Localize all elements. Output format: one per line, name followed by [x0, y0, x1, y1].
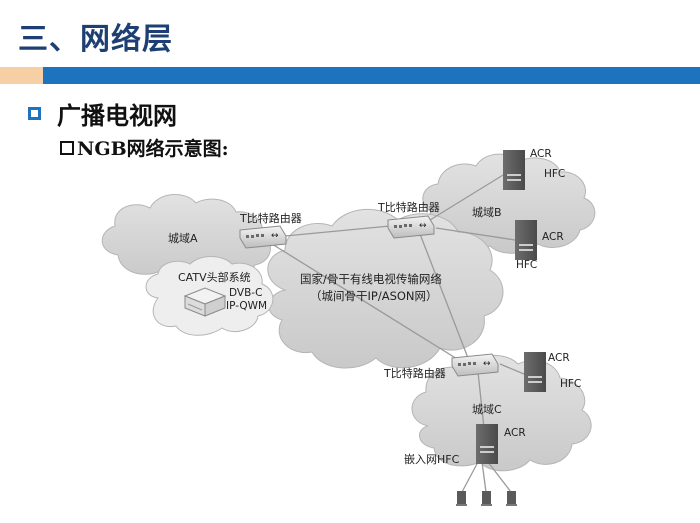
- title-bar-accent-left: [0, 67, 43, 84]
- router-icon: ↔: [387, 215, 435, 239]
- label-router-b: T比特路由器: [377, 200, 440, 214]
- terminal-icon: [456, 491, 467, 506]
- link-b-c: [419, 233, 469, 359]
- label-router-a: T比特路由器: [239, 211, 302, 225]
- label-server-b1-hfc: HFC: [544, 168, 565, 180]
- label-embedded-hfc: 嵌入网HFC: [404, 453, 460, 466]
- link-c-acr1: [499, 363, 525, 375]
- subheading: NGB网络示意图:: [60, 134, 229, 161]
- section-label: 广播电视网: [57, 101, 177, 130]
- server-icon: [503, 150, 525, 190]
- cloud-city-c: [411, 354, 592, 472]
- server-icon: [515, 220, 537, 260]
- label-server-c1-acr: ACR: [548, 352, 570, 364]
- square-bullet-icon: [28, 106, 41, 120]
- label-headend-dvbc: DVB-C: [229, 287, 262, 299]
- server-icon: [524, 352, 546, 392]
- svg-text:↔: ↔: [419, 221, 427, 231]
- label-backbone-line2: （城间骨干IP/ASON网）: [310, 289, 438, 303]
- title-bar-accent-right: [43, 67, 700, 84]
- subheading-label: NGB网络示意图:: [77, 138, 229, 160]
- terminal-icon: [481, 491, 492, 506]
- svg-text:↔: ↔: [483, 359, 491, 369]
- server-icon: [476, 424, 498, 464]
- slide-title: 三、网络层: [18, 22, 173, 57]
- label-server-c2-acr: ACR: [504, 427, 526, 439]
- router-icon: ↔: [451, 353, 499, 377]
- router-icon: ↔: [239, 225, 287, 249]
- terminal-icon: [506, 491, 517, 506]
- label-router-c: T比特路由器: [383, 366, 446, 380]
- label-city-a: 城域A: [168, 232, 198, 245]
- link-embedded-2: [481, 461, 487, 493]
- link-embedded-3: [487, 461, 512, 493]
- link-a-b: [284, 225, 391, 237]
- link-a-c: [271, 243, 463, 363]
- label-server-b2-hfc: HFC: [516, 259, 537, 271]
- label-server-c1-hfc: HFC: [560, 378, 581, 390]
- title-area: 三、网络层: [0, 0, 700, 90]
- network-links: [271, 171, 525, 493]
- link-b-acr2: [435, 227, 516, 241]
- label-server-b2-acr: ACR: [542, 231, 564, 243]
- headend-device-icon: [183, 287, 227, 317]
- label-headend-ipqwm: IP-QWM: [226, 300, 267, 312]
- label-catv: CATV头部系统: [178, 270, 251, 284]
- link-b-acr1: [429, 171, 509, 221]
- cloud-backbone: [267, 208, 504, 369]
- label-city-c: 城域C: [472, 403, 502, 416]
- label-backbone-line1: 国家/骨干有线电视传输网络: [300, 272, 442, 286]
- hollow-square-icon: [60, 140, 74, 155]
- label-server-b1-acr: ACR: [530, 148, 552, 160]
- section-heading: 广播电视网: [28, 96, 177, 130]
- link-c-acr2: [477, 371, 485, 429]
- link-embedded-1: [461, 461, 479, 493]
- label-city-b: 城域B: [472, 206, 502, 219]
- svg-text:↔: ↔: [271, 231, 279, 241]
